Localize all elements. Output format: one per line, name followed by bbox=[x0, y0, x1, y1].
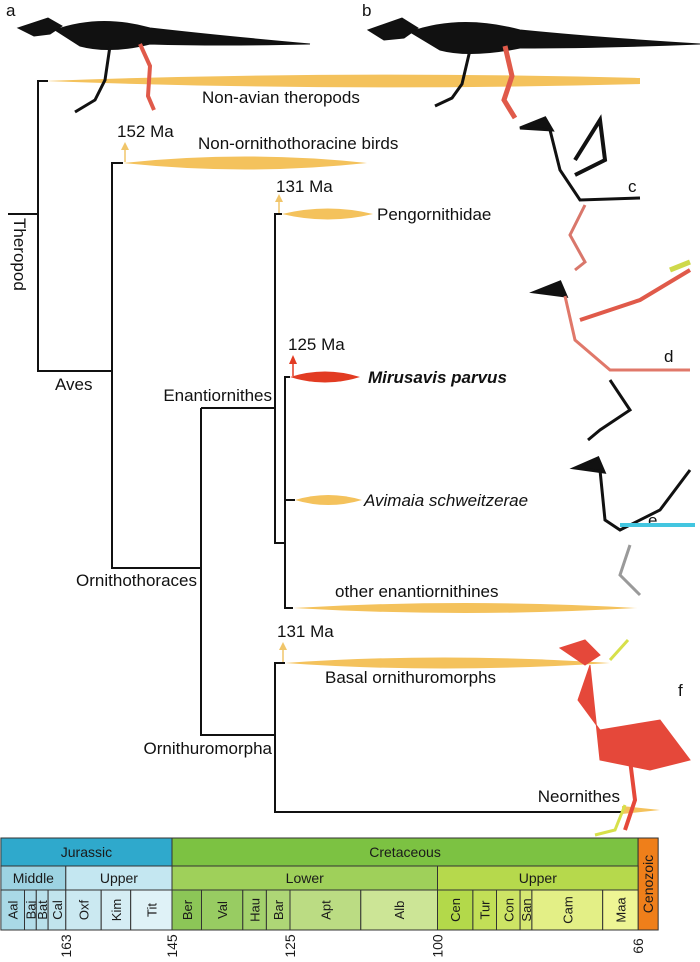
origin-arrows bbox=[121, 142, 297, 662]
timescale-label: Lower bbox=[286, 870, 324, 886]
timescale-stage-label: Cal bbox=[50, 900, 65, 920]
timescale-label: Middle bbox=[13, 870, 54, 886]
taxon-label-non-avian: Non-avian theropods bbox=[202, 88, 360, 107]
range-bar-other-enantio bbox=[293, 603, 637, 613]
timescale-stage-cen bbox=[437, 889, 474, 931]
taxon-label-pengornithidae: Pengornithidae bbox=[377, 205, 491, 224]
age-label-pengornithidae: 131 Ma bbox=[276, 177, 333, 196]
timescale-label: Cretaceous bbox=[369, 844, 441, 860]
range-bar-pengornithidae bbox=[282, 208, 373, 220]
timescale-stage-apt bbox=[289, 889, 362, 931]
taxon-label-basal-ornithuro: Basal ornithuromorphs bbox=[325, 668, 496, 687]
timescale-epoch-lower bbox=[171, 865, 438, 891]
range-bar-non-avian bbox=[45, 74, 640, 88]
timescale-epoch-middle bbox=[0, 865, 67, 891]
range-bar-mirusavis bbox=[290, 371, 360, 383]
timescale-tick-label: 125 bbox=[282, 934, 298, 958]
timescale-label: Upper bbox=[100, 870, 138, 886]
panel-letter-f: f bbox=[678, 681, 683, 700]
arrow-icon bbox=[275, 194, 283, 202]
timescale-label: Jurassic bbox=[61, 844, 112, 860]
timescale-stage-label: Cam bbox=[560, 896, 575, 923]
tyrannosaur-skeleton-b bbox=[366, 17, 700, 120]
range-bar-non-ornitho bbox=[123, 156, 367, 170]
clade-label-ornithothoraces: Ornithothoraces bbox=[76, 571, 197, 590]
arrow-icon bbox=[121, 142, 129, 150]
range-bars bbox=[45, 74, 660, 814]
timescale-stage-label: Con bbox=[501, 898, 516, 922]
bird-skeleton-c bbox=[519, 114, 641, 272]
timescale-stage-label: Val bbox=[215, 901, 230, 919]
timescale-stage-label: San bbox=[519, 898, 534, 921]
range-bar-basal-ornithuro bbox=[285, 657, 610, 669]
taxon-label-avimaia: Avimaia schweitzerae bbox=[363, 491, 528, 510]
timescale-stage-val bbox=[201, 889, 244, 931]
clade-label-ornithuromorpha: Ornithuromorpha bbox=[143, 739, 272, 758]
panel-letter-c: c bbox=[628, 177, 637, 196]
age-label-basal-ornithuro: 131 Ma bbox=[277, 622, 334, 641]
timescale-tick-label: 100 bbox=[430, 934, 446, 958]
panel-letter-d: d bbox=[664, 347, 673, 366]
taxon-label-non-ornitho: Non-ornithothoracine birds bbox=[198, 134, 398, 153]
panel-letter-a: a bbox=[6, 1, 16, 20]
timescale-stage-label: Ber bbox=[180, 899, 195, 920]
timescale-stage-label: Alb bbox=[392, 901, 407, 920]
range-bar-neornithes bbox=[622, 806, 660, 814]
timescale-label: Cenozoic bbox=[640, 855, 656, 913]
taxon-label-other-enantio: other enantiornithines bbox=[335, 582, 499, 601]
timescale-stage-alb bbox=[360, 889, 438, 931]
timescale-stage-tit bbox=[130, 889, 173, 931]
timescale-stage-maa bbox=[602, 889, 639, 931]
timescale-tick-label: 145 bbox=[164, 934, 180, 958]
timescale-stage-label: Tur bbox=[478, 900, 493, 920]
age-label-non-ornitho: 152 Ma bbox=[117, 122, 174, 141]
timescale-stage-label: Oxf bbox=[77, 900, 92, 921]
taxon-label-neornithes: Neornithes bbox=[538, 787, 620, 806]
timescale-stage-oxf bbox=[65, 889, 102, 931]
range-bar-avimaia bbox=[295, 495, 362, 505]
timescale-stage-kim bbox=[100, 889, 132, 931]
timescale-stage-label: Baj bbox=[23, 900, 38, 919]
timescale-stage-label: Bar bbox=[271, 899, 286, 920]
clade-label-theropod: Theropod bbox=[10, 218, 29, 291]
timescale-label: Upper bbox=[519, 870, 557, 886]
clade-label-aves: Aves bbox=[55, 375, 93, 394]
timescale-stage-label: Aal bbox=[6, 900, 21, 919]
timescale-stage-label: Kim bbox=[109, 899, 124, 921]
timescale-stage-label: Hau bbox=[248, 898, 263, 922]
taxon-label-mirusavis: Mirusavis parvus bbox=[368, 368, 507, 387]
timescale-stage-label: Maa bbox=[613, 897, 628, 923]
timescale-stage-label: Tit bbox=[144, 903, 159, 917]
bird-skeleton-d bbox=[529, 259, 692, 442]
panel-letter-b: b bbox=[362, 1, 371, 20]
bird-skeleton-e bbox=[569, 456, 695, 597]
tyrannosaur-skeleton-a bbox=[16, 17, 311, 114]
clade-label-enantiornithes: Enantiornithes bbox=[163, 386, 272, 405]
panel-letter-e: e bbox=[648, 511, 657, 530]
bird-skeleton-f bbox=[558, 638, 691, 837]
timescale-tick-label: 66 bbox=[630, 938, 646, 954]
timescale-epoch-upper bbox=[437, 865, 639, 891]
timescale-tick-label: 163 bbox=[58, 934, 74, 958]
timescale-stage-label: Cen bbox=[448, 898, 463, 922]
arrow-icon bbox=[279, 642, 287, 650]
timescale-stage-label: Bat bbox=[35, 900, 50, 920]
age-label-mirusavis: 125 Ma bbox=[288, 335, 345, 354]
arrow-icon bbox=[289, 355, 297, 364]
timescale-stage-label: Apt bbox=[318, 900, 333, 920]
tree-branches bbox=[8, 80, 622, 813]
